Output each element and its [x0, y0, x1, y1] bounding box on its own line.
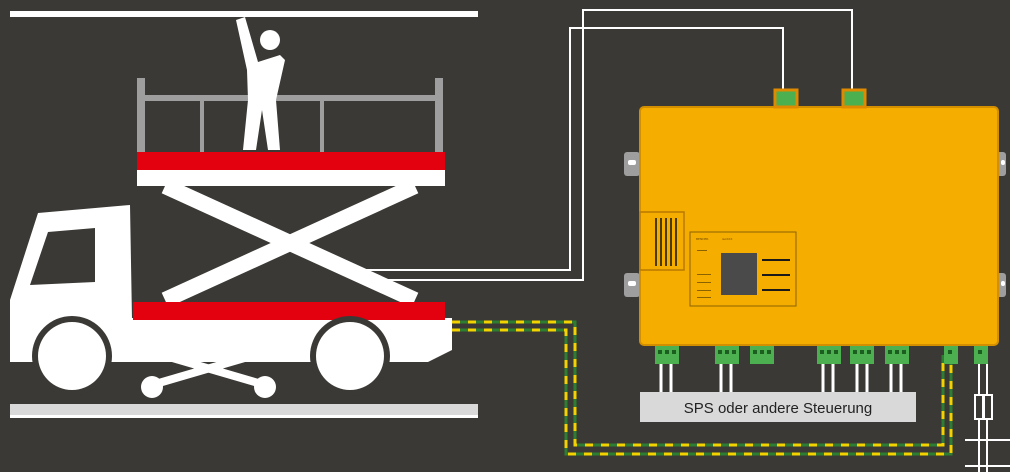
supply-connection [965, 364, 1010, 472]
lower-platform [133, 302, 445, 320]
fuse-right [983, 394, 993, 420]
upper-platform-base [137, 170, 445, 186]
plc-box-label: SPS oder andere Steuerung [684, 400, 872, 417]
signal-wiring [366, 9, 853, 281]
fuse-left [974, 394, 984, 420]
truck-with-scissor-lift-icon [10, 78, 452, 398]
outrigger [150, 348, 267, 389]
outrigger-foot-left [141, 376, 163, 398]
top-terminals [773, 88, 867, 109]
panel-text-lines [697, 250, 711, 298]
device-display [721, 253, 757, 295]
plc-wires [659, 364, 903, 392]
device-brand: BENDER [696, 237, 709, 241]
ceiling-line [10, 11, 478, 17]
outrigger-foot-right [254, 376, 276, 398]
worker-icon [236, 17, 285, 150]
ground-rail-edge [10, 415, 478, 418]
upper-platform [137, 152, 445, 170]
ground-rail [10, 404, 478, 416]
platform-railing [137, 78, 443, 152]
plc-box [640, 392, 916, 422]
scissor-arms [161, 178, 419, 308]
status-leds [762, 259, 790, 291]
device-model: isoXXX [722, 237, 732, 241]
device-enclosure [639, 106, 999, 346]
vent-slots [655, 218, 677, 266]
truck-wheels [32, 316, 390, 396]
earth-cable [452, 320, 953, 456]
insulation-monitoring-device: BENDER isoXXX [624, 106, 1006, 346]
cab-window [30, 228, 95, 285]
bottom-terminals [655, 346, 988, 364]
